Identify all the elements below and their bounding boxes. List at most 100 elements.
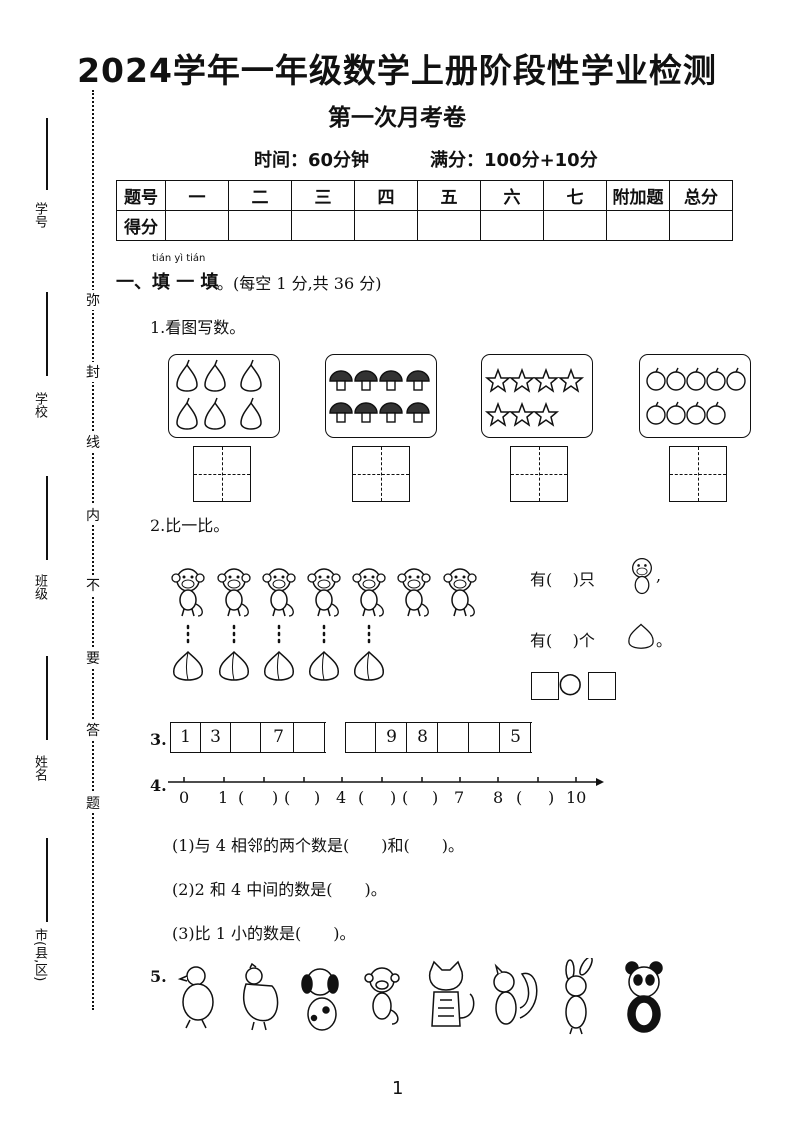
sidebar-label-student-id: 学号 — [32, 202, 47, 228]
peach-icon — [353, 651, 385, 681]
q3-seq1-cell: 3 — [201, 723, 231, 752]
score-table: 题号 一 二 三 四 五 六 七 附加题 总分 得分 — [116, 180, 733, 241]
seal-char-5: 不 — [86, 575, 100, 595]
score-input[interactable] — [228, 210, 292, 241]
q4-sub3: (3)比 1 小的数是( )。 — [172, 924, 356, 943]
score-input[interactable] — [417, 210, 481, 241]
q4-blank-close: ) — [390, 788, 397, 807]
q1-picture-pears — [168, 354, 280, 438]
q4-blank-open[interactable]: ( — [284, 788, 291, 807]
score-table-score-row: 得分 — [116, 210, 733, 241]
q1-picture-mushrooms — [325, 354, 437, 438]
score-cell-q7: 七 — [543, 180, 607, 211]
q3-seq2-blank[interactable] — [439, 723, 469, 752]
exam-full-score: 满分：100分+10分 — [430, 150, 598, 171]
score-input[interactable] — [480, 210, 544, 241]
monkey-icon — [217, 568, 251, 617]
q2-monkey-blank[interactable] — [552, 570, 572, 589]
q3-seq1-blank[interactable] — [295, 723, 325, 752]
q4-blank-open[interactable]: ( — [238, 788, 245, 807]
sidebar-label-name: 姓名 — [32, 755, 47, 781]
q2-monkeys-peaches — [171, 568, 477, 681]
score-cell-total: 总分 — [669, 180, 733, 211]
score-input[interactable] — [165, 210, 229, 241]
q2-peach-blank[interactable] — [552, 631, 572, 650]
q5-animals — [177, 958, 663, 1035]
q3-seq1-cell: 7 — [264, 723, 294, 752]
q4-blank-open[interactable]: ( — [516, 788, 523, 807]
peach-icon — [308, 651, 340, 681]
seal-char-7: 答 — [86, 720, 100, 740]
q4-blank-open[interactable]: ( — [402, 788, 409, 807]
exam-time: 时间：60分钟 — [254, 150, 370, 171]
score-input[interactable] — [354, 210, 418, 241]
q4-tick-label: 7 — [454, 788, 465, 807]
q3-seq2-cell: 9 — [377, 723, 407, 752]
hen-icon — [243, 962, 279, 1031]
q2-label: 2.比一比。 — [150, 516, 230, 535]
score-input[interactable] — [543, 210, 607, 241]
q2-peach-count-prefix: 有( — [530, 631, 553, 650]
seal-char-1: 弥 — [86, 290, 100, 310]
monkey-icon — [352, 568, 386, 617]
q1-picture-apples — [639, 354, 751, 438]
q4-blank-open[interactable]: ( — [358, 788, 365, 807]
q2-compare-left-box[interactable] — [531, 672, 559, 700]
q3-seq2-cell: 5 — [501, 723, 531, 752]
peach-icon — [218, 651, 250, 681]
seal-dotted-line — [92, 90, 94, 1010]
q5-label: 5. — [150, 967, 167, 986]
q3-seq2-blank[interactable] — [346, 723, 376, 752]
sidebar-label-district: 市(县,区) — [32, 928, 47, 982]
score-input[interactable] — [291, 210, 355, 241]
q2-monkey-count: 有( )只 — [530, 566, 595, 590]
score-table-header-row: 题号 一 二 三 四 五 六 七 附加题 总分 — [116, 180, 733, 211]
q4-number-line — [168, 777, 604, 786]
q3-sequence-1: 1 3 7 — [170, 722, 326, 753]
q4-tick-label: 10 — [566, 788, 587, 807]
q2-compare-circle[interactable]: ○ — [558, 666, 583, 699]
q1-answer-box[interactable] — [352, 446, 410, 502]
dog-icon — [301, 968, 339, 1031]
q4-tick-label: 4 — [336, 788, 347, 807]
q2-comma: , — [656, 566, 662, 585]
peach-icon — [628, 623, 654, 649]
monkey-icon — [443, 568, 477, 617]
q3-seq2-cell: 8 — [408, 723, 438, 752]
q2-compare-right-box[interactable] — [588, 672, 616, 700]
apple-icon — [646, 367, 746, 425]
seal-char-8: 题 — [86, 793, 100, 813]
sidebar-label-class: 班级 — [32, 574, 47, 600]
q2-peach-count-suffix: )个 — [572, 631, 595, 650]
q4-tick-label: 8 — [493, 788, 504, 807]
q4-blank-close: ) — [272, 788, 279, 807]
monkey-icon — [171, 568, 205, 617]
q3-seq2-blank[interactable] — [470, 723, 500, 752]
q2-monkey-count-suffix: )只 — [572, 570, 595, 589]
q3-label: 3. — [150, 730, 167, 749]
sidebar-line-1 — [46, 118, 48, 190]
q4-tick-label: 1 — [218, 788, 229, 807]
exam-title: 2024学年一年级数学上册阶段性学业检测 — [77, 51, 717, 90]
peach-icon — [263, 651, 295, 681]
q4-blank-close: ) — [548, 788, 555, 807]
seal-char-6: 要 — [86, 648, 100, 668]
q1-answer-box[interactable] — [669, 446, 727, 502]
q3-seq1-blank[interactable] — [231, 723, 261, 752]
score-cell-q6: 六 — [480, 180, 544, 211]
q1-answer-box[interactable] — [510, 446, 568, 502]
seal-char-4: 内 — [86, 505, 100, 525]
page-number: 1 — [392, 1078, 404, 1099]
q1-picture-stars — [481, 354, 593, 438]
seal-char-3: 线 — [86, 432, 100, 452]
q4-sub2: (2)2 和 4 中间的数是( )。 — [172, 880, 387, 899]
rabbit-icon — [565, 958, 593, 1035]
q2-peach-count: 有( )个 — [530, 627, 595, 651]
score-input[interactable] — [669, 210, 733, 241]
mushroom-icon — [329, 370, 430, 423]
q1-answer-box[interactable] — [193, 446, 251, 502]
seal-char-2: 封 — [86, 362, 100, 382]
score-input[interactable] — [606, 210, 670, 241]
squirrel-icon — [493, 963, 538, 1025]
q3-sequence-2: 9 8 5 — [345, 722, 532, 753]
